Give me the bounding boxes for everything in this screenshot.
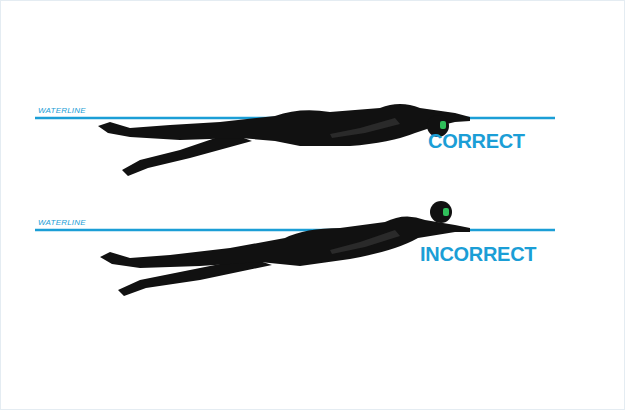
waterline-label: WATERLINE [38,106,86,115]
swimmer-body [98,104,470,146]
swimmer-head [430,201,452,223]
waterline [35,229,555,232]
goggles [443,208,449,216]
goggles [440,121,446,129]
swimmer-body [100,216,470,268]
verdict-label: CORRECT [428,130,525,153]
waterline-label: WATERLINE [38,218,86,227]
swimmer-arm [330,118,400,138]
verdict-label: INCORRECT [420,243,536,266]
swimmer-arm [330,230,400,254]
